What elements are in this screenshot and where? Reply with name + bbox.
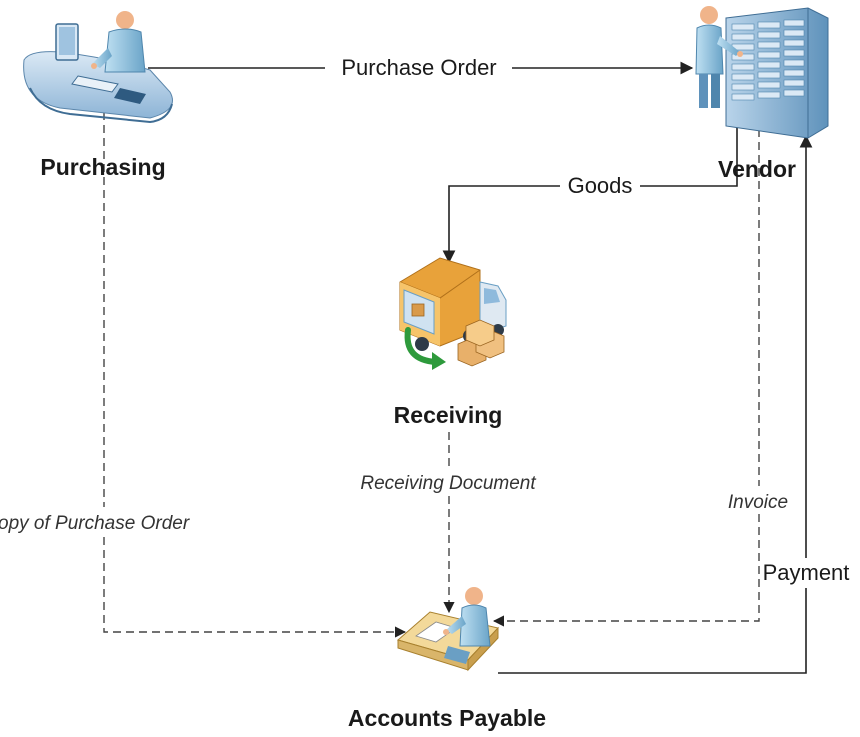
node-receiving: Receiving bbox=[394, 257, 507, 428]
node-accounts-payable: Accounts Payable bbox=[348, 587, 546, 731]
edge-label-purchase-order: Purchase Order bbox=[341, 55, 496, 80]
node-label-accounts-payable: Accounts Payable bbox=[348, 705, 546, 731]
edge-payment: Payment bbox=[498, 134, 850, 674]
edge-label-invoice: Invoice bbox=[728, 492, 788, 513]
person-at-desk-computer-icon bbox=[23, 11, 173, 124]
edge-label-payment: Payment bbox=[763, 560, 850, 585]
edge-purchase-order: Purchase Order bbox=[148, 55, 694, 80]
node-label-receiving: Receiving bbox=[394, 402, 503, 428]
node-purchasing: Purchasing bbox=[23, 11, 173, 180]
node-label-vendor: Vendor bbox=[718, 156, 796, 182]
edge-receiving-document: Receiving Document bbox=[360, 432, 536, 614]
edge-goods: Goods bbox=[442, 108, 738, 264]
person-at-desk-paperwork-icon bbox=[396, 587, 499, 672]
edge-label-goods: Goods bbox=[568, 173, 633, 198]
edge-copy-of-purchase-order: opy of Purchase Order bbox=[0, 112, 407, 638]
edge-label-receiving-document: Receiving Document bbox=[360, 473, 536, 494]
delivery-truck-boxes-icon bbox=[399, 257, 507, 370]
person-with-server-rack-icon bbox=[695, 6, 829, 139]
node-vendor: Vendor bbox=[695, 6, 829, 182]
edge-label-copy-of-purchase-order: opy of Purchase Order bbox=[0, 513, 190, 534]
node-label-purchasing: Purchasing bbox=[40, 154, 165, 180]
edge-invoice: Invoice bbox=[492, 116, 788, 627]
